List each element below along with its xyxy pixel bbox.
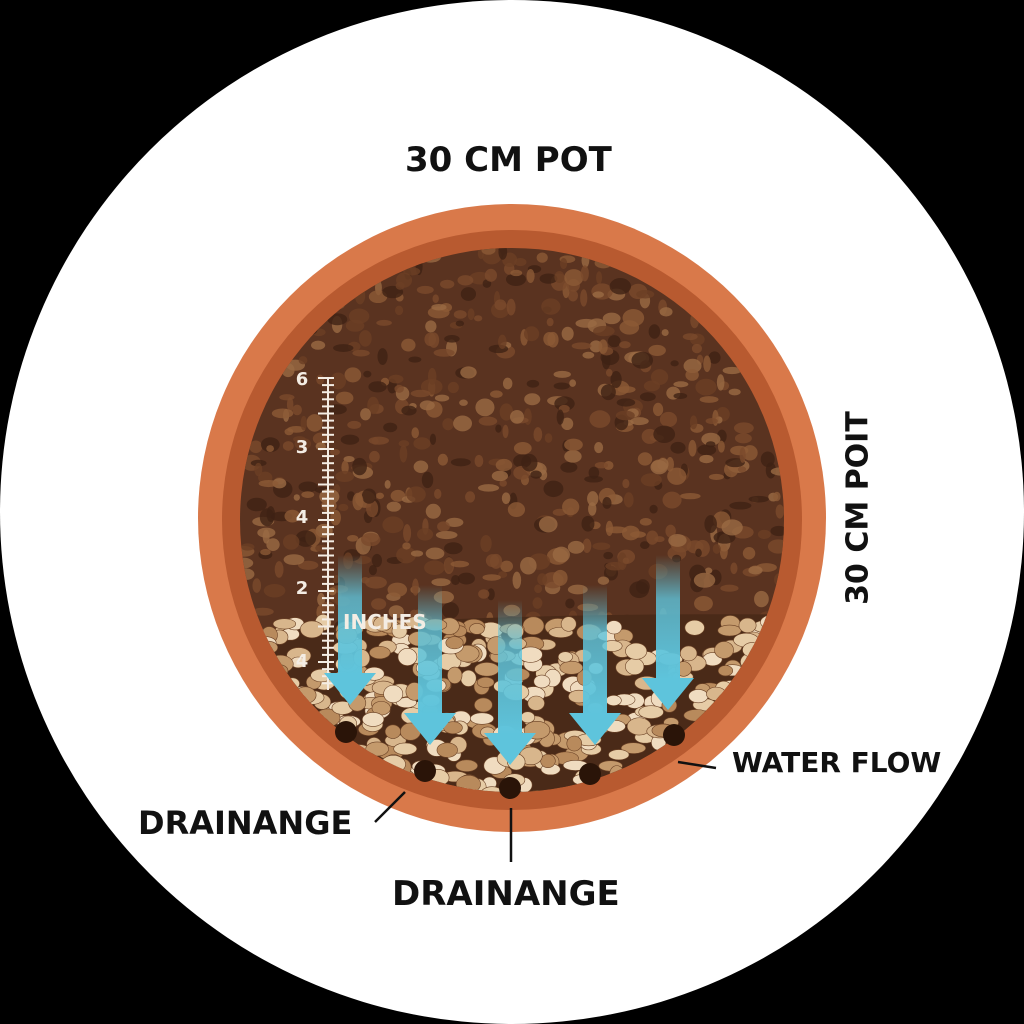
drainage-label-bottom: DRAINANGE: [392, 874, 620, 914]
water-arrow: [404, 585, 456, 745]
drainage-holes: [335, 721, 685, 799]
drainage-hole: [335, 721, 357, 743]
water-arrow: [324, 555, 376, 705]
title: 30 CM POT: [405, 140, 612, 180]
ruler-unit-label: INCHES: [343, 610, 427, 634]
ruler: 6 3 4 2 4: [296, 369, 334, 690]
ruler-tick-label: 2: [296, 578, 309, 599]
drainage-hole: [663, 724, 685, 746]
ruler-tick-label: 6: [296, 369, 309, 390]
water-arrow: [569, 585, 621, 745]
drainage-hole: [414, 760, 436, 782]
water-arrow: [484, 600, 536, 765]
side-label: 30 CM POIT: [840, 411, 876, 605]
drainage-hole: [499, 777, 521, 799]
drainage-label-left: DRAINANGE: [138, 804, 353, 842]
ruler-tick-label: 3: [296, 437, 309, 458]
water-flow-arrows: [324, 555, 694, 765]
ruler-tick-label: 4: [296, 507, 309, 528]
water-arrow: [642, 555, 694, 710]
water-flow-label: WATER FLOW: [732, 746, 942, 779]
drainage-hole: [579, 763, 601, 785]
ruler-tick-label: 4: [296, 651, 309, 672]
leader-lines: [374, 760, 717, 862]
